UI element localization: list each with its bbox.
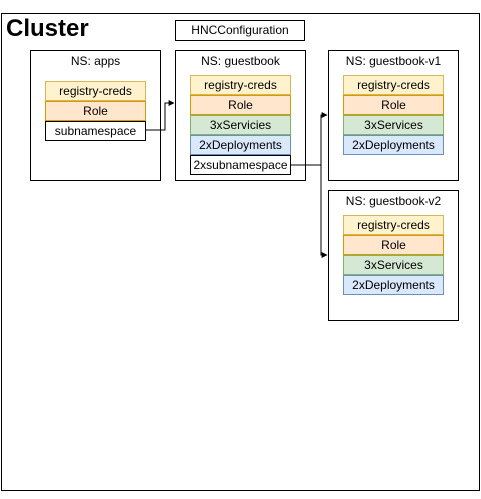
guestbook-registry-creds: registry-creds [190,75,291,95]
namespace-guestbook-title: NS: guestbook [201,54,280,68]
guestbook-v1-registry-creds: registry-creds [343,75,444,95]
apps-registry-creds: registry-creds [45,81,146,101]
apps-subnamespace: subnamespace [45,121,146,141]
guestbook-v1-services: 3xServices [343,115,444,135]
guestbook-deployments: 2xDeployments [190,135,291,155]
guestbook-v2-deployments: 2xDeployments [343,275,444,295]
guestbook-role: Role [190,95,291,115]
hnc-configuration-box: HNCConfiguration [175,20,305,41]
guestbook-v2-services: 3xServices [343,255,444,275]
namespace-guestbook-v1: NS: guestbook-v1 registry-creds Role 3xS… [328,50,459,181]
guestbook-services: 3xServicies [190,115,291,135]
guestbook-v2-registry-creds: registry-creds [343,215,444,235]
guestbook-v2-role: Role [343,235,444,255]
namespace-apps-title: NS: apps [70,54,121,68]
namespace-guestbook-v2: NS: guestbook-v2 registry-creds Role 3xS… [328,190,459,321]
guestbook-v1-role: Role [343,95,444,115]
guestbook-subnamespace: 2xsubnamespace [190,155,291,175]
namespace-guestbook: NS: guestbook registry-creds Role 3xServ… [175,50,306,181]
namespace-guestbook-v1-title: NS: guestbook-v1 [345,54,442,68]
cluster-title: Cluster [6,15,89,42]
namespace-guestbook-v2-title: NS: guestbook-v2 [345,194,442,208]
apps-role: Role [45,101,146,121]
namespace-apps: NS: apps registry-creds Role subnamespac… [30,50,161,181]
guestbook-v1-deployments: 2xDeployments [343,135,444,155]
